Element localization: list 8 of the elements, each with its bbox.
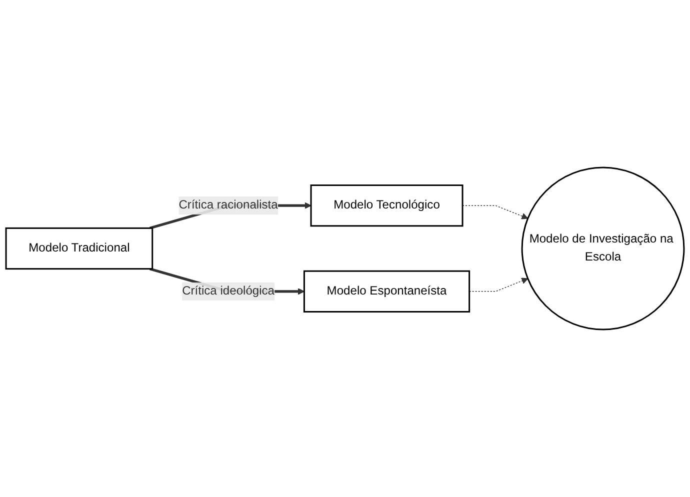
node-box: Modelo Tradicional (5, 227, 154, 270)
node-box: Modelo Tecnológico (310, 184, 464, 227)
arrow (462, 205, 528, 220)
edge-label: Crítica racionalista (178, 198, 278, 212)
node-circle: Modelo de Investigação na Escola (521, 166, 685, 330)
arrow (468, 278, 528, 292)
node-box: Modelo Espontaneísta (303, 270, 470, 313)
edge-label: Crítica ideológica (182, 284, 275, 298)
